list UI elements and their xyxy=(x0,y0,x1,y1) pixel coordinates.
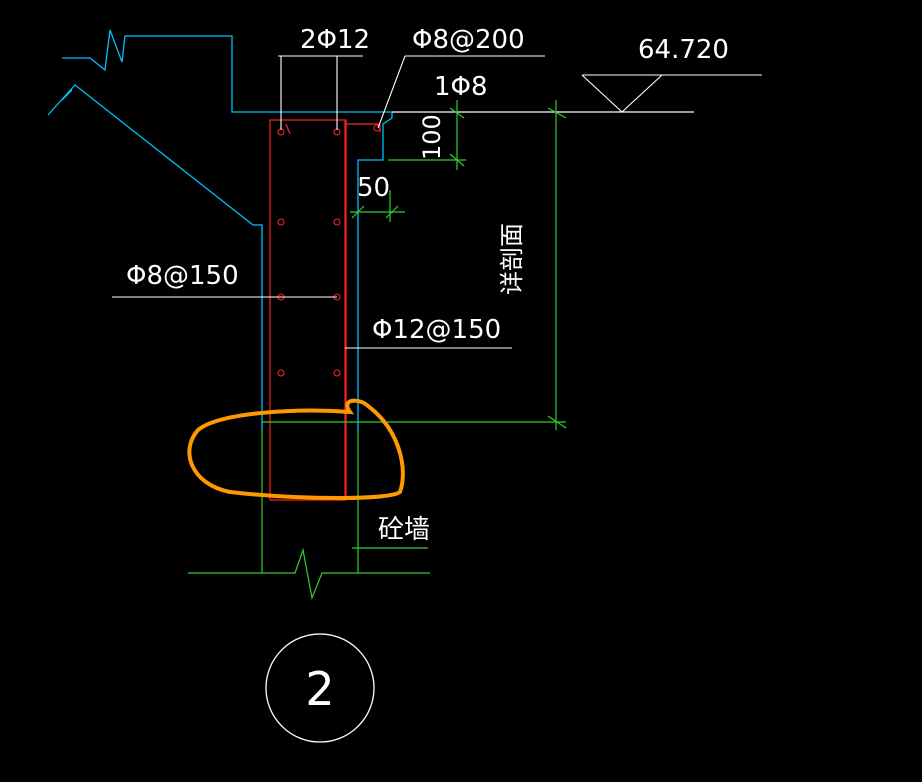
label-phi8-150: Φ8@150 xyxy=(126,261,239,291)
label-1phi8: 1Φ8 xyxy=(434,72,488,102)
dim-100-tick-a xyxy=(449,107,465,119)
label-dim-100: 100 xyxy=(418,114,446,160)
label-wall: 砼墙 xyxy=(378,515,430,545)
rebar-dot xyxy=(277,369,285,377)
elevation-triangle xyxy=(581,74,663,113)
rebar-cage xyxy=(269,119,381,501)
dim-50-tick-b xyxy=(385,205,399,219)
dim-tick-bottom xyxy=(547,415,567,429)
highlight-scribble xyxy=(187,398,405,500)
concrete-wall xyxy=(188,100,567,601)
rebar-dots xyxy=(277,124,381,377)
hook-top-left xyxy=(285,123,291,135)
leader-phi8-200-slope xyxy=(377,55,406,129)
label-2phi12: 2Φ12 xyxy=(300,25,370,55)
rebar-dot xyxy=(333,369,341,377)
stirrup-outer xyxy=(269,119,347,501)
label-elevation: 64.720 xyxy=(638,35,729,65)
label-vertical-note: 详剖面 xyxy=(498,223,526,295)
dim-100-tick-b xyxy=(449,153,465,167)
slab-break-line xyxy=(62,29,393,430)
section-mark-number: 2 xyxy=(305,662,334,716)
section-mark-circle xyxy=(265,633,375,743)
label-phi8-200: Φ8@200 xyxy=(412,25,525,55)
rebar-dot xyxy=(277,218,285,226)
label-phi12-150: Φ12@150 xyxy=(372,315,501,345)
rebar-dot xyxy=(333,218,341,226)
label-dim-50: 50 xyxy=(357,173,390,203)
structure-outline xyxy=(47,29,393,430)
dim-50-tick-a xyxy=(351,205,365,219)
sloped-edge-stub xyxy=(61,89,73,101)
wall-break-line xyxy=(188,547,430,601)
leader-lines xyxy=(112,55,762,349)
dim-tick-top xyxy=(547,107,567,119)
sloped-edge xyxy=(47,84,263,430)
rebar-dot xyxy=(373,124,381,132)
